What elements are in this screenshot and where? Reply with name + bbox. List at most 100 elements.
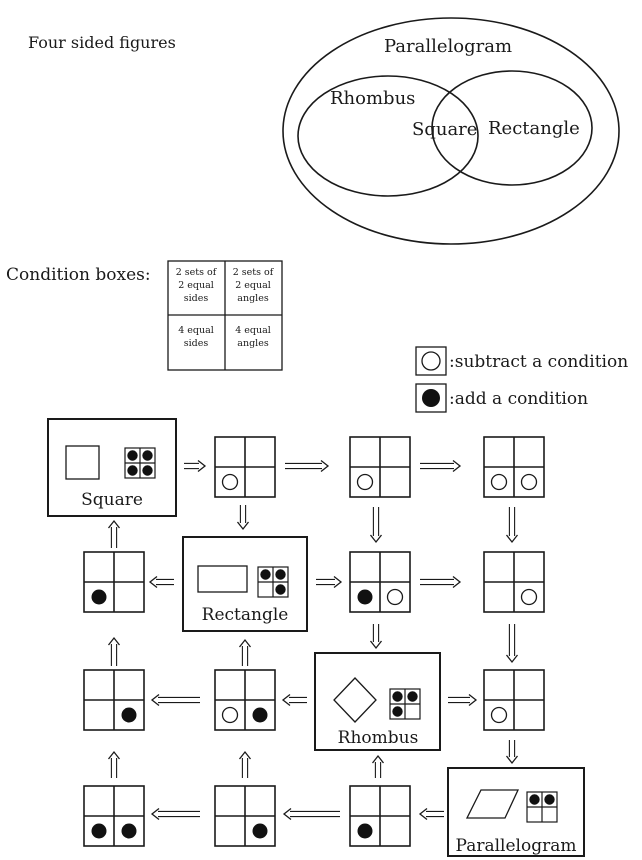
legend-subtract-label: :subtract a condition <box>449 352 628 372</box>
filled-circle-icon <box>127 450 138 461</box>
square-box: Square <box>47 418 177 517</box>
double-arrow-icon <box>282 807 340 821</box>
condition-grid <box>83 785 145 847</box>
double-arrow-icon <box>236 505 250 531</box>
condition-cell-text: 2 equal <box>178 280 214 291</box>
rectangle-box: Rectangle <box>182 536 308 632</box>
double-arrow-icon <box>371 754 385 778</box>
double-arrow-icon <box>285 459 330 473</box>
condition-grid <box>483 669 545 731</box>
square-shape <box>65 445 100 480</box>
double-arrow-icon <box>369 624 383 650</box>
parallelogram-ellipse <box>282 17 620 245</box>
condition-cell-text: 4 equal <box>178 325 214 336</box>
filled-circle-icon <box>142 450 153 461</box>
condition-cell-text: 2 equal <box>235 280 271 291</box>
filled-circle-icon <box>275 584 286 595</box>
condition-cell-text: 2 sets of <box>233 267 275 278</box>
double-arrow-icon <box>316 575 343 589</box>
filled-circle-icon <box>392 706 403 717</box>
parallelogram-box: Parallelogram <box>447 767 585 857</box>
double-arrow-icon <box>150 693 200 707</box>
filled-circle-icon <box>407 691 418 702</box>
filled-circle-icon <box>357 589 373 605</box>
filled-circle-icon <box>422 389 440 407</box>
condition-grid <box>483 436 545 498</box>
double-arrow-icon <box>238 750 252 778</box>
condition-grid <box>83 669 145 731</box>
open-circle-icon <box>386 588 404 606</box>
rectangle-shape <box>197 565 248 593</box>
condition-grid <box>124 447 156 479</box>
double-arrow-icon <box>505 624 519 664</box>
rhombus-box: Rhombus <box>314 652 441 751</box>
filled-circle-icon <box>529 794 540 805</box>
filled-circle-icon <box>121 823 137 839</box>
condition-cell-text: angles <box>237 293 269 304</box>
venn-rectangle-label: Rectangle <box>488 118 580 139</box>
double-arrow-icon <box>148 575 174 589</box>
condition-grid <box>349 436 411 498</box>
double-arrow-icon <box>150 807 200 821</box>
double-arrow-icon <box>107 750 121 778</box>
double-arrow-icon <box>281 693 307 707</box>
filled-circle-icon <box>275 569 286 580</box>
condition-cell-text: angles <box>237 338 269 349</box>
open-circle-icon <box>356 473 374 491</box>
legend: :subtract a condition :add a condition <box>415 346 628 413</box>
double-arrow-icon <box>238 638 252 666</box>
legend-add-label: :add a condition <box>449 389 588 409</box>
double-arrow-icon <box>505 740 519 765</box>
filled-circle-icon <box>392 691 403 702</box>
open-circle-icon <box>221 706 239 724</box>
double-arrow-icon <box>107 519 121 548</box>
open-circle-icon <box>490 706 508 724</box>
double-arrow-icon <box>420 459 462 473</box>
double-arrow-icon <box>184 459 207 473</box>
condition-cell-text: 2 sets of <box>176 267 218 278</box>
rhombus-label: Rhombus <box>338 728 419 748</box>
double-arrow-icon <box>448 693 478 707</box>
double-arrow-icon <box>418 807 444 821</box>
filled-circle-icon <box>91 823 107 839</box>
filled-circle-icon <box>121 707 137 723</box>
parallelogram-label: Parallelogram <box>456 836 577 856</box>
filled-circle-icon <box>252 823 268 839</box>
venn-square-label: Square <box>412 119 477 140</box>
rectangle-ellipse <box>431 70 593 186</box>
condition-grids <box>83 436 545 847</box>
condition-grid <box>214 436 276 498</box>
parallelogram-shape <box>465 789 520 819</box>
open-circle-icon <box>221 473 239 491</box>
double-arrow-icon <box>505 507 519 544</box>
square-label: Square <box>81 490 143 510</box>
venn-parallelogram-label: Parallelogram <box>384 36 512 57</box>
filled-circle-icon <box>544 794 555 805</box>
condition-grid <box>389 688 421 720</box>
venn-heading: Four sided figures <box>28 33 176 52</box>
filled-circle-icon <box>127 465 138 476</box>
filled-circle-icon <box>260 569 271 580</box>
condition-cell-text: 4 equal <box>235 325 271 336</box>
condition-grid <box>349 551 411 613</box>
condition-grid <box>349 785 411 847</box>
filled-circle-icon <box>252 707 268 723</box>
filled-circle-icon <box>91 589 107 605</box>
condition-cell-text: sides <box>184 338 209 349</box>
shape-condition-grids <box>124 447 558 823</box>
condition-grid <box>214 669 276 731</box>
open-circle-icon <box>490 473 508 491</box>
open-circle-icon <box>520 588 538 606</box>
rhombus-ellipse <box>297 75 479 197</box>
open-circle-icon <box>421 351 441 371</box>
condition-grid <box>483 551 545 613</box>
condition-grid <box>526 791 558 823</box>
filled-circle-icon <box>357 823 373 839</box>
transition-arrows <box>107 459 519 821</box>
open-circle-icon <box>520 473 538 491</box>
rectangle-label: Rectangle <box>202 605 289 625</box>
condition-boxes-table: 2 sets of 2 equal sides 2 sets of 2 equa… <box>167 260 283 371</box>
rhombus-shape <box>333 677 377 723</box>
double-arrow-icon <box>420 575 462 589</box>
